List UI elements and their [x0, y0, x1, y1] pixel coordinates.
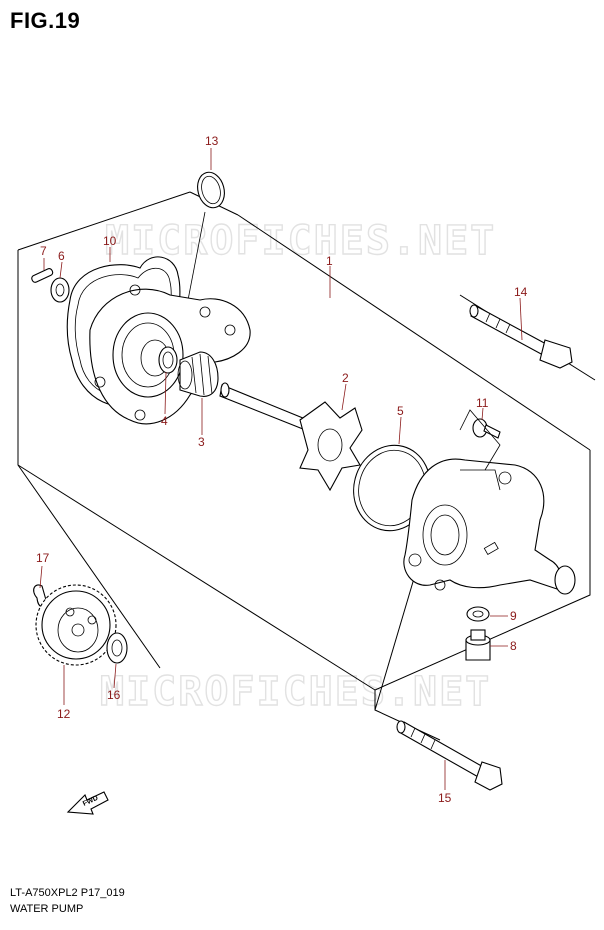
callout-3: 3: [198, 435, 205, 449]
callout-6: 6: [58, 249, 65, 263]
washer-16: [106, 632, 128, 664]
gear-12: [35, 584, 117, 666]
callout-15: 15: [438, 791, 452, 805]
washer-6: [50, 277, 70, 303]
figure-caption: WATER PUMP: [10, 903, 84, 915]
figure-title: FIG.19: [10, 8, 81, 33]
callout-14: 14: [514, 285, 528, 299]
impeller: [299, 401, 363, 492]
oil-seal-4: [158, 346, 178, 374]
callout-17: 17: [36, 551, 50, 565]
watermark-bottom: MICROFICHES.NET: [100, 669, 491, 715]
callout-2: 2: [342, 371, 349, 385]
mechanical-seal-3: [177, 351, 219, 397]
callout-13: 13: [205, 134, 219, 148]
bolt-14: [469, 304, 573, 369]
pump-cover: [403, 458, 576, 595]
footer: LT-A750XPL2 P17_019 WATER PUMP: [10, 885, 125, 917]
callout-4: 4: [161, 414, 168, 428]
callout-12: 12: [57, 707, 71, 721]
circlip-17: [33, 584, 47, 608]
exploded-diagram: MICROFICHES.NET MICROFICHES.NET: [17, 134, 596, 815]
callout-8: 8: [510, 639, 517, 653]
washer-9: [466, 606, 490, 622]
drain-plug-8: [465, 629, 491, 661]
callout-7: 7: [40, 244, 47, 258]
callout-5: 5: [397, 404, 404, 418]
pin-7: [31, 268, 54, 283]
callout-16: 16: [107, 688, 121, 702]
screw-11: [459, 409, 501, 471]
callout-11: 11: [476, 396, 489, 410]
callout-10: 10: [103, 234, 117, 248]
watermark-top: MICROFICHES.NET: [105, 218, 496, 264]
callout-1: 1: [326, 254, 333, 268]
callout-9: 9: [510, 609, 517, 623]
model-code: LT-A750XPL2 P17_019: [10, 887, 125, 899]
leader-lines: [39, 148, 523, 790]
o-ring-13: [187, 171, 225, 301]
fwd-arrow-icon: FWD: [66, 791, 109, 815]
bolt-15: [396, 720, 503, 791]
